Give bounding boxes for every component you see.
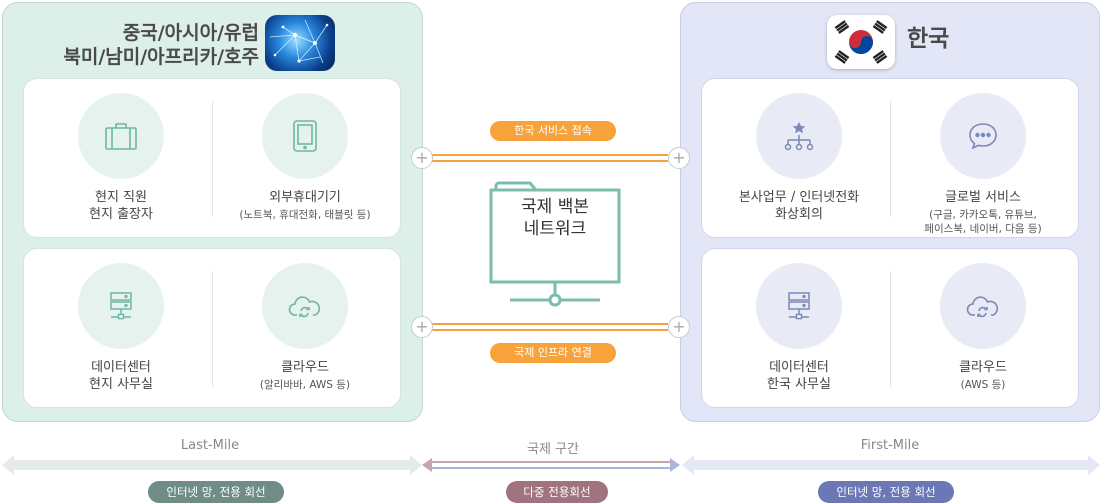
korea-region-panel: 한국 본사업무 / 인터넷전화 화상회의 (680, 2, 1100, 422)
backbone-network-title: 국제 백본 네트워크 (492, 196, 618, 240)
overseas-title-line2: 북미/남미/아프리카/호주 (63, 46, 259, 68)
korea-services-card: 본사업무 / 인터넷전화 화상회의 글로벌 서비스 (구글, 카카오톡, 유튜브… (701, 78, 1079, 238)
global-services-label: 글로벌 서비스 (945, 190, 1021, 205)
local-staff-label: 현지 직원 (95, 190, 147, 205)
overseas-region-panel: 중국/아시아/유럽 북미/남미/아프리카/호주 (2, 2, 423, 422)
cloud-sync-icon (262, 263, 348, 349)
intl-segment-label: 국제 구간 (527, 442, 579, 457)
overseas-infra-card: 데이터센터 현지 사무실 클라우드 (알리바바, AWS 등) (23, 248, 401, 408)
korea-cloud-sub: (AWS 등) (960, 379, 1006, 391)
server-icon (756, 263, 842, 349)
korea-cloud-label: 클라우드 (959, 360, 1007, 375)
last-mile-pill: 인터넷 망, 전용 회선 (148, 481, 284, 503)
mobile-devices-sub: (노트북, 휴대전화, 태블릿 등) (239, 209, 371, 221)
korea-flag-icon (827, 15, 895, 69)
hq-business-item: 본사업무 / 인터넷전화 화상회의 (714, 93, 884, 223)
global-services-sub2: 페이스북, 네이버, 다음 등) (924, 223, 1042, 235)
cloud-sync-icon (940, 263, 1026, 349)
local-staff-item: 현지 직원 현지 출장자 (36, 93, 206, 223)
overseas-title-line1: 중국/아시아/유럽 (122, 22, 259, 44)
plus-connector-icon: + (411, 316, 433, 338)
card-divider (212, 101, 213, 217)
card-divider (212, 271, 213, 387)
last-mile-arrow (2, 455, 422, 475)
intl-infra-link-label: 국제 인프라 연결 (490, 343, 616, 363)
briefcase-icon (78, 93, 164, 179)
org-chart-icon (756, 93, 842, 179)
first-mile-label: First-Mile (860, 438, 920, 453)
korea-datacenter-label: 데이터센터 (769, 360, 829, 375)
overseas-cloud-item: 클라우드 (알리바바, AWS 등) (220, 263, 390, 392)
local-datacenter-item: 데이터센터 현지 사무실 (36, 263, 206, 393)
last-mile-label: Last-Mile (180, 438, 240, 453)
intl-segment-pill: 다중 전용회선 (506, 481, 608, 503)
overseas-cloud-label: 클라우드 (281, 360, 329, 375)
mobile-devices-label: 외부휴대기기 (269, 190, 341, 205)
korea-cloud-item: 클라우드 (AWS 등) (898, 263, 1068, 392)
plus-connector-icon: + (668, 147, 690, 169)
video-conference-label: 화상회의 (775, 207, 823, 222)
korea-infra-card: 데이터센터 한국 사무실 클라우드 (AWS 등) (701, 248, 1079, 408)
chat-bubble-icon (940, 93, 1026, 179)
globe-network-icon (265, 15, 335, 71)
first-mile-pill: 인터넷 망, 전용 회선 (818, 481, 954, 503)
global-services-item: 글로벌 서비스 (구글, 카카오톡, 유튜브, 페이스북, 네이버, 다음 등) (898, 93, 1068, 236)
mobile-devices-item: 외부휴대기기 (노트북, 휴대전화, 태블릿 등) (220, 93, 390, 222)
segment-arrows (2, 455, 1100, 475)
global-services-sub1: (구글, 카카오톡, 유튜브, (929, 209, 1037, 221)
plus-connector-icon: + (411, 147, 433, 169)
card-divider (890, 101, 891, 217)
tablet-icon (262, 93, 348, 179)
korea-office-label: 한국 사무실 (767, 377, 831, 392)
first-mile-arrow (682, 455, 1100, 475)
card-divider (890, 271, 891, 387)
plus-connector-icon: + (668, 316, 690, 338)
backbone-title-line2: 네트워크 (523, 219, 587, 239)
overseas-region-title: 중국/아시아/유럽 북미/남미/아프리카/호주 (33, 21, 259, 69)
server-icon (78, 263, 164, 349)
korea-region-title: 한국 (907, 26, 950, 52)
korea-service-access-label: 한국 서비스 접속 (490, 121, 616, 141)
intl-segment-arrow (422, 458, 680, 472)
overseas-cloud-sub: (알리바바, AWS 등) (259, 379, 351, 391)
overseas-users-card: 현지 직원 현지 출장자 외부휴대기기 (노트북, 휴대전화, 태블릿 등) (23, 78, 401, 238)
hq-business-label: 본사업무 / 인터넷전화 (738, 190, 860, 205)
backbone-title-line1: 국제 백본 (521, 197, 589, 217)
bottom-link-line (432, 323, 668, 331)
local-datacenter-label: 데이터센터 (91, 360, 151, 375)
local-office-label: 현지 사무실 (89, 377, 153, 392)
top-link-line (432, 154, 668, 162)
korea-datacenter-item: 데이터센터 한국 사무실 (714, 263, 884, 393)
monitor-icon (489, 181, 621, 307)
local-traveler-label: 현지 출장자 (89, 207, 153, 222)
